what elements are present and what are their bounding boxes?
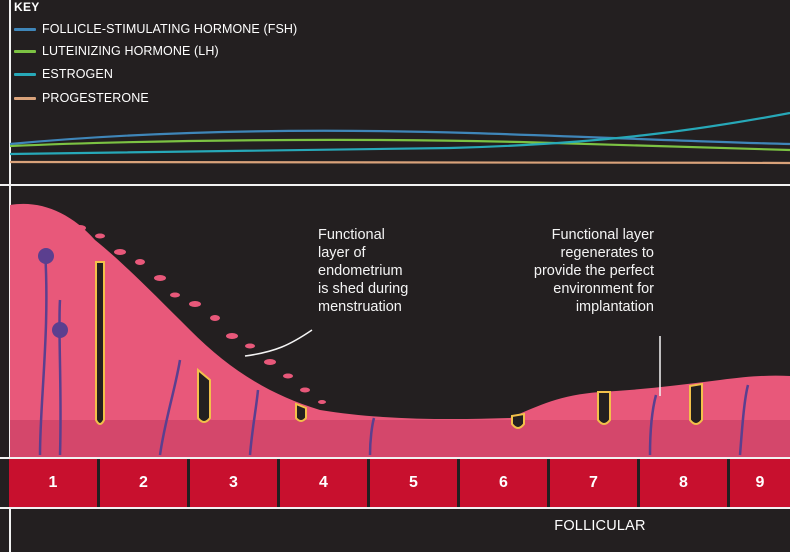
day-label-3: 3 <box>229 474 238 492</box>
fragment <box>245 344 255 349</box>
day-label-1: 1 <box>49 474 58 492</box>
fragment <box>170 293 180 298</box>
gland <box>96 262 104 424</box>
day-label-9: 9 <box>756 474 765 492</box>
gland <box>690 384 702 424</box>
day-cell-2: 2 <box>100 459 187 507</box>
day-cell-9: 9 <box>730 459 790 507</box>
fragment <box>264 359 276 365</box>
day-label-7: 7 <box>589 474 598 492</box>
day-label-6: 6 <box>499 474 508 492</box>
fragment <box>210 315 220 321</box>
day-row: 1 2 3 4 5 6 7 8 9 <box>9 459 790 507</box>
fragment <box>135 259 145 265</box>
day-cell-6: 6 <box>460 459 547 507</box>
fragment <box>114 249 126 255</box>
fragment <box>95 234 105 239</box>
day-cell-4: 4 <box>280 459 367 507</box>
day-cell-7: 7 <box>550 459 637 507</box>
phase-label: FOLLICULAR <box>500 518 700 534</box>
basal-layer <box>10 420 790 457</box>
fragment <box>283 374 293 379</box>
day-label-5: 5 <box>409 474 418 492</box>
shed-annotation: Functional layer of endometrium is shed … <box>318 226 458 316</box>
gland <box>198 370 210 422</box>
fragment <box>74 225 86 231</box>
fragment <box>226 333 238 339</box>
vessel-node <box>38 248 54 264</box>
shed-leader-line <box>245 330 312 356</box>
day-cell-1: 1 <box>9 459 97 507</box>
fragment <box>189 301 201 307</box>
day-label-8: 8 <box>679 474 688 492</box>
regen-annotation: Functional layer regenerates to provide … <box>486 226 654 316</box>
hormone-curves <box>10 113 790 163</box>
fragment <box>154 275 166 281</box>
fragment <box>300 388 310 393</box>
gland <box>296 404 306 421</box>
day-label-4: 4 <box>319 474 328 492</box>
estrogen-curve <box>10 113 790 154</box>
progesterone-curve <box>10 162 790 163</box>
gland <box>598 392 610 424</box>
day-label-2: 2 <box>139 474 148 492</box>
day-cell-5: 5 <box>370 459 457 507</box>
fragment <box>318 400 326 404</box>
day-cell-8: 8 <box>640 459 727 507</box>
vessel-node <box>52 322 68 338</box>
gland <box>512 414 524 428</box>
day-cell-3: 3 <box>190 459 277 507</box>
